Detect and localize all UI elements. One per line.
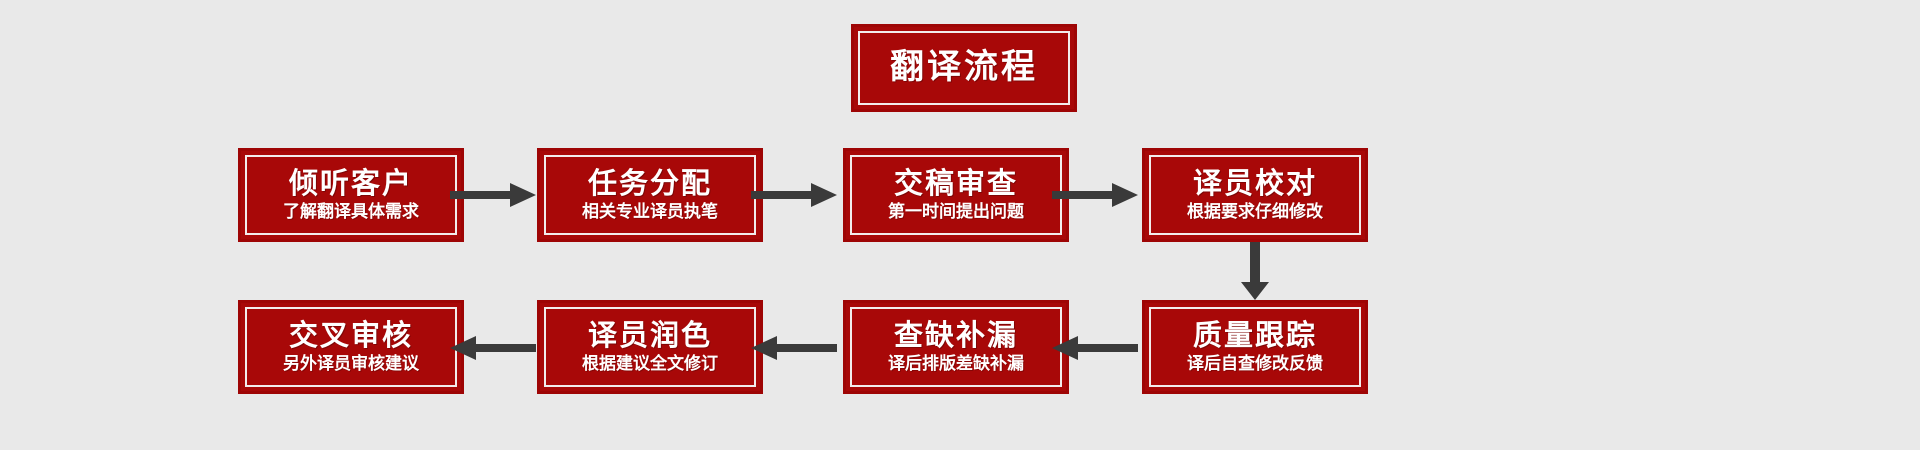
step-subtitle: 根据建议全文修订	[582, 354, 718, 374]
process-step-8[interactable]: 交叉审核 另外译员审核建议	[238, 300, 464, 394]
step-subtitle: 第一时间提出问题	[888, 202, 1024, 222]
process-step-1[interactable]: 倾听客户 了解翻译具体需求	[238, 148, 464, 242]
process-step-7[interactable]: 译员润色 根据建议全文修订	[537, 300, 763, 394]
step-subtitle: 根据要求仔细修改	[1187, 202, 1323, 222]
diagram-title: 翻译流程	[890, 48, 1038, 87]
process-step-6[interactable]: 查缺补漏 译后排版差缺补漏	[843, 300, 1069, 394]
step-title: 译员校对	[1192, 167, 1317, 200]
step-title: 质量跟踪	[1192, 319, 1317, 352]
step-title: 交叉审核	[288, 319, 413, 352]
process-step-2[interactable]: 任务分配 相关专业译员执笔	[537, 148, 763, 242]
arrow-left-icon	[450, 333, 536, 363]
arrow-down-icon	[1240, 242, 1270, 300]
step-title: 任务分配	[587, 167, 712, 200]
arrow-right-icon	[751, 180, 837, 210]
arrow-right-icon	[450, 180, 536, 210]
step-subtitle: 另外译员审核建议	[283, 354, 419, 374]
step-title: 倾听客户	[288, 167, 413, 200]
step-subtitle: 译后排版差缺补漏	[888, 354, 1024, 374]
step-subtitle: 相关专业译员执笔	[582, 202, 718, 222]
arrow-left-icon	[751, 333, 837, 363]
arrow-left-icon	[1052, 333, 1138, 363]
arrow-right-icon	[1052, 180, 1138, 210]
diagram-title-box: 翻译流程	[851, 24, 1077, 112]
step-title: 查缺补漏	[893, 319, 1018, 352]
process-step-3[interactable]: 交稿审查 第一时间提出问题	[843, 148, 1069, 242]
step-subtitle: 了解翻译具体需求	[283, 202, 419, 222]
process-step-4[interactable]: 译员校对 根据要求仔细修改	[1142, 148, 1368, 242]
step-title: 译员润色	[587, 319, 712, 352]
process-step-5[interactable]: 质量跟踪 译后自查修改反馈	[1142, 300, 1368, 394]
step-subtitle: 译后自查修改反馈	[1187, 354, 1323, 374]
step-title: 交稿审查	[893, 167, 1018, 200]
